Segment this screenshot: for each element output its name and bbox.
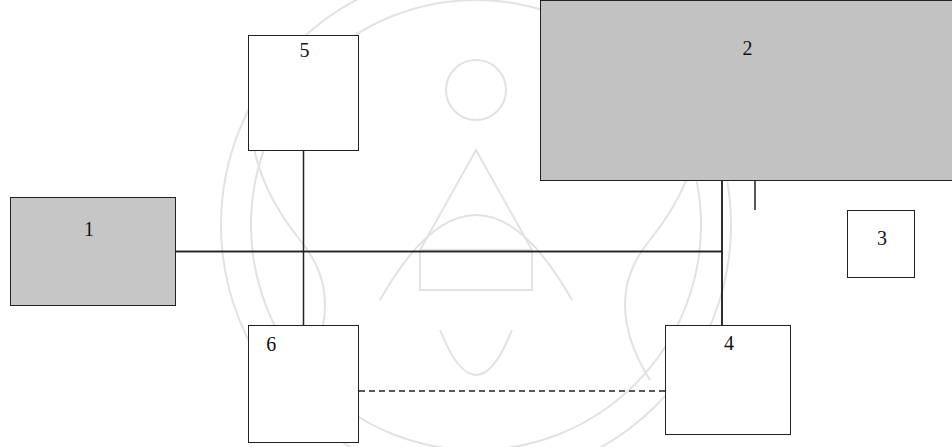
numbered-box: 1	[10, 197, 176, 306]
callout-number: 4	[724, 333, 734, 353]
numbered-box: 4	[665, 325, 791, 435]
callout-number: 6	[266, 334, 276, 354]
callout-number: 1	[84, 219, 94, 239]
connector-line	[176, 181, 722, 252]
numbered-box: 3	[847, 210, 915, 278]
connector-line	[754, 181, 756, 210]
connector-line	[176, 252, 722, 326]
callout-number: 5	[300, 40, 310, 60]
connector-line	[303, 151, 305, 325]
dashed-connector	[359, 390, 665, 392]
numbered-box: 2	[540, 0, 952, 181]
numbered-box: 6	[248, 325, 359, 443]
callout-number: 3	[877, 228, 887, 248]
connector-line	[721, 181, 723, 325]
numbered-box: 5	[248, 35, 359, 151]
callout-number: 2	[742, 38, 752, 58]
